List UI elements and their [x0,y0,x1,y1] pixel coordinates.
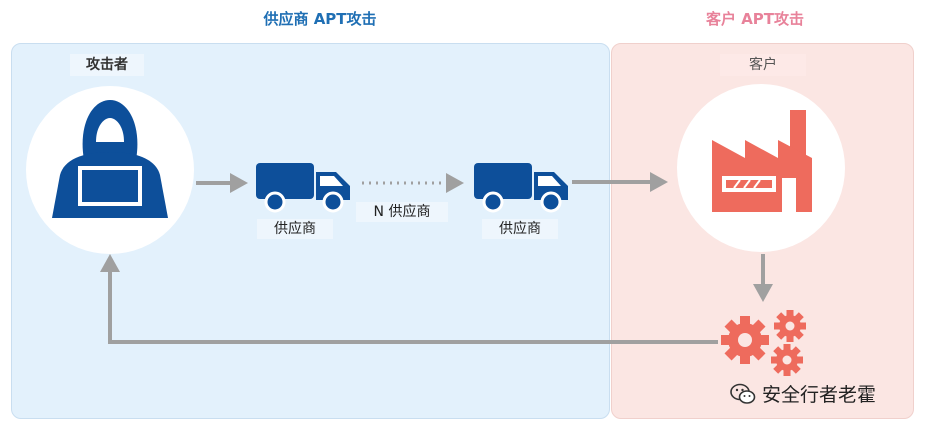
gears-icon [721,310,806,376]
dotted-connector [362,173,464,193]
n-suppliers-label: N 供应商 [356,202,448,222]
truck-icon-1 [256,163,350,213]
factory-icon [712,110,812,212]
feedback-arrow [100,254,718,344]
truck-icon-2 [474,163,568,213]
supplier-apt-title: 供应商 APT攻击 [263,10,377,28]
watermark: 安全行者老霍 [730,380,876,407]
supplier-label-2: 供应商 [482,219,558,239]
arrow-to-supplier [196,173,248,193]
customer-label: 客户 [720,54,806,76]
supplier-label-1: 供应商 [257,219,333,239]
watermark-text: 安全行者老霍 [762,384,877,406]
wechat-icon [730,383,756,404]
attacker-label: 攻击者 [70,54,144,76]
customer-apt-title: 客户 APT攻击 [705,10,805,28]
arrow-to-gears [753,254,773,302]
hacker-icon [52,100,168,218]
arrow-to-customer [572,172,668,192]
